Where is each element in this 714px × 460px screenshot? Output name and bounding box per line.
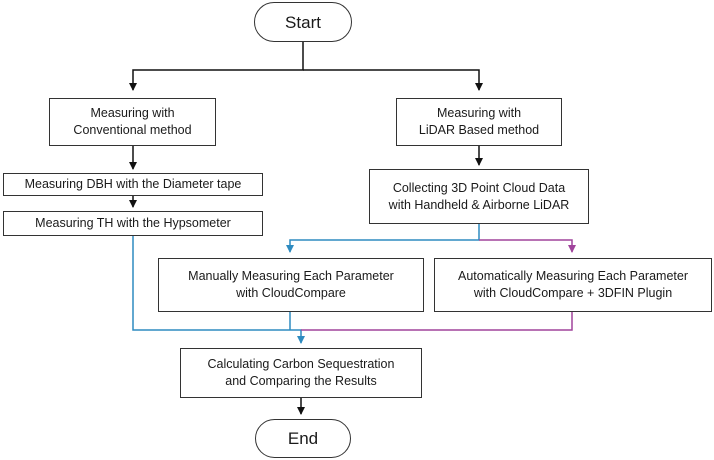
start-node: Start xyxy=(254,2,352,42)
collect-line2: with Handheld & Airborne LiDAR xyxy=(388,197,570,212)
edge-collect-to-auto xyxy=(479,239,576,253)
auto-line2: with CloudCompare + 3DFIN Plugin xyxy=(473,286,673,300)
end-label: End xyxy=(287,429,319,448)
auto-line1: Automatically Measuring Each Parameter xyxy=(458,269,688,283)
conventional-method-box: Measuring with Conventional method xyxy=(49,98,216,146)
collect-line1: Collecting 3D Point Cloud Data xyxy=(392,180,566,195)
manual-line2: with CloudCompare xyxy=(236,286,346,300)
conventional-line2: Conventional method xyxy=(73,123,192,137)
manual-measure-box: Manually Measuring Each Parameter with C… xyxy=(158,258,424,312)
lidar-line2: LiDAR Based method xyxy=(418,123,540,137)
edge-auto-to-calc xyxy=(301,312,573,331)
lidar-method-box: Measuring with LiDAR Based method xyxy=(396,98,562,146)
edge-start-split xyxy=(129,42,304,91)
collect-point-cloud-box: Collecting 3D Point Cloud Data with Hand… xyxy=(369,169,589,224)
measure-dbh-box: Measuring DBH with the Diameter tape xyxy=(3,173,263,196)
edge-start-to-lidar xyxy=(303,69,483,91)
th-label: Measuring TH with the Hypsometer xyxy=(35,216,231,230)
measure-th-box: Measuring TH with the Hypsometer xyxy=(3,211,263,236)
edge-th-to-calc xyxy=(132,236,305,344)
start-label: Start xyxy=(285,12,321,32)
calc-line2: and Comparing the Results xyxy=(225,374,377,388)
calculate-carbon-box: Calculating Carbon Sequestration and Com… xyxy=(180,348,422,398)
end-node: End xyxy=(255,419,351,458)
manual-line1: Manually Measuring Each Parameter xyxy=(188,269,394,283)
lidar-line1: Measuring with xyxy=(436,106,522,120)
dbh-label: Measuring DBH with the Diameter tape xyxy=(24,177,242,191)
conventional-line1: Measuring with xyxy=(90,106,175,120)
automatic-measure-box: Automatically Measuring Each Parameter w… xyxy=(434,258,712,312)
edge-collect-to-manual xyxy=(286,224,480,253)
calc-line1: Calculating Carbon Sequestration xyxy=(207,357,395,371)
